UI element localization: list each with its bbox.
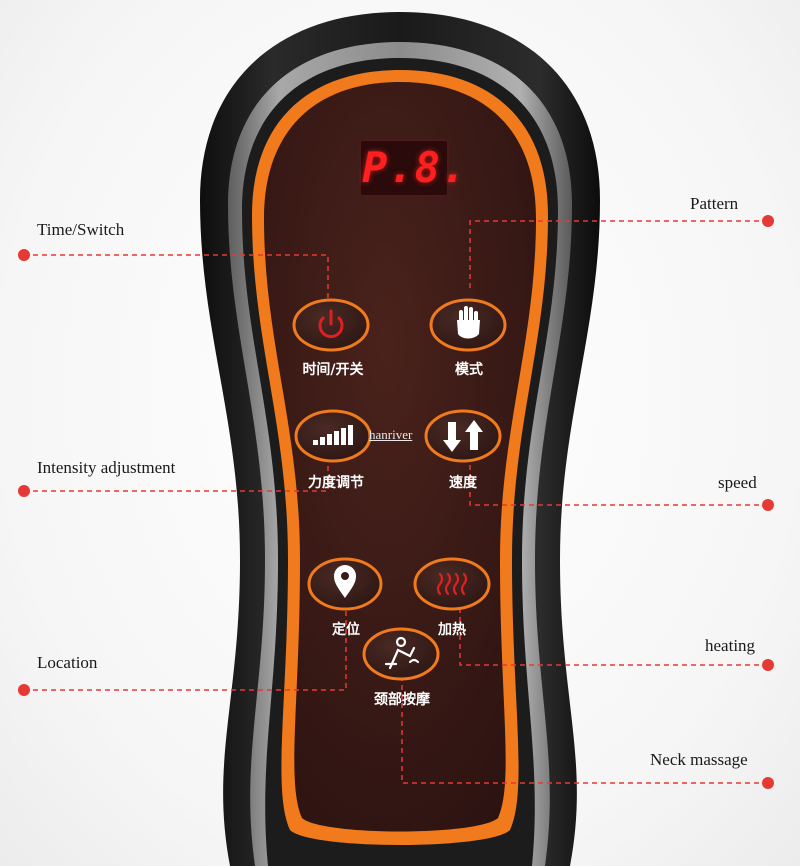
callout-dot-speed [762,499,774,511]
watermark-text: hanriver [369,427,413,442]
callout-dot-neck [762,777,774,789]
callout-dot-heating [762,659,774,671]
callout-time-switch: Time/Switch [37,220,125,239]
button-label-heating: 加热 [438,622,466,638]
location-pin-icon [334,565,356,598]
callout-dot-time-switch [18,249,30,261]
callout-location: Location [37,653,98,672]
callout-line-speed [469,462,768,506]
callout-dot-pattern [762,215,774,227]
up-down-arrows-icon [443,420,483,452]
hand-icon [457,306,480,339]
callout-line-pattern [469,220,768,290]
heating-button-shape [413,557,491,611]
control-panel [264,82,536,832]
callout-neck-massage: Neck massage [650,750,748,769]
led-display-text: P.8. [362,143,468,192]
callout-speed: speed [718,473,757,492]
button-label-speed: 速度 [449,475,477,491]
callout-pattern: Pattern [690,194,739,213]
callout-dots [18,215,774,789]
neck-massage-icon [384,636,420,670]
callout-line-time-switch [24,254,329,310]
heating-button[interactable] [415,559,489,609]
callout-heating: heating [705,636,756,655]
pattern-button[interactable] [431,300,505,350]
heat-waves-icon [436,572,468,596]
pattern-button-shape [429,298,507,352]
button-label-location: 定位 [332,622,360,638]
intensity-bars-icon [313,425,353,445]
power-icon [318,309,344,338]
callout-dot-intensity [18,485,30,497]
speed-button-shape [424,409,502,463]
button-label-pattern: 模式 [455,362,483,378]
neck-massage-button-shape [362,627,440,681]
callout-intensity: Intensity adjustment [37,458,176,477]
callout-line-intensity [24,462,329,492]
callout-line-neck [401,678,768,784]
callout-lines [24,220,768,784]
speed-button[interactable] [426,411,500,461]
callout-line-heating [459,610,768,666]
callout-dot-location [18,684,30,696]
led-display [359,139,449,197]
button-label-neck-massage: 颈部按摩 [374,692,430,708]
button-label-intensity: 力度调节 [308,475,364,491]
intensity-button-shape [294,409,372,463]
location-button[interactable] [309,559,381,609]
button-label-time-switch: 时间/开关 [302,362,364,378]
location-button-shape [307,557,383,611]
intensity-button[interactable] [296,411,370,461]
time-switch-button[interactable] [294,300,368,350]
neck-massage-button[interactable] [364,629,438,679]
power-button-shape [292,298,370,352]
